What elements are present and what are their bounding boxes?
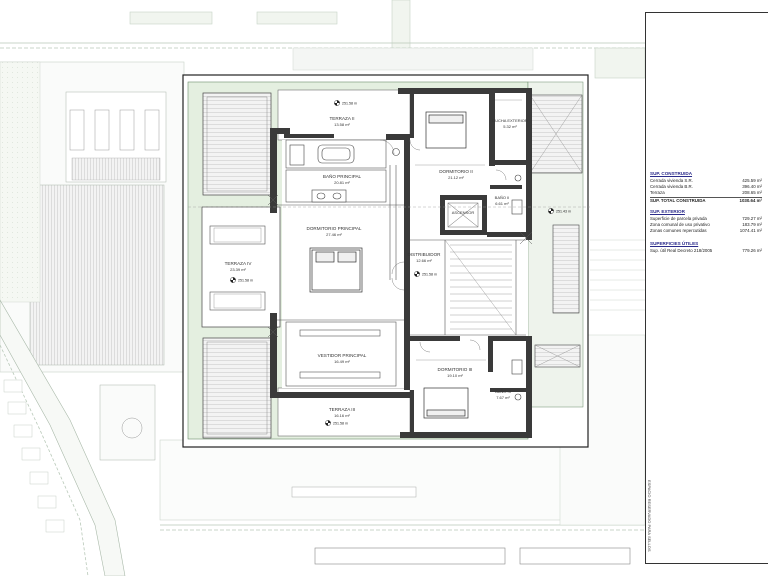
area-terraza-ii: 13.58 m² (334, 122, 350, 127)
level-center: 251.58 m (422, 273, 437, 277)
label-bano-iii: BAÑO III (495, 389, 511, 394)
surface-legend: SUP. CONSTRUIDA Cerrada vivienda S.R. 42… (645, 12, 768, 564)
label-distribuidor: DISTRIBUIDOR (408, 252, 442, 257)
area-terraza-iv: 23.39 m² (230, 267, 246, 272)
area-bano-iii: 7.67 m² (496, 395, 510, 400)
label-terraza-ii: TERRAZA II (329, 116, 354, 121)
level-right: 251.43 m (556, 210, 571, 214)
legend-construida: SUP. CONSTRUIDA Cerrada vivienda S.R. 42… (650, 171, 762, 204)
label-vestidor-principal: VESTIDOR PRINCIPAL (318, 353, 367, 358)
area-ducha-exterior: 5.32 m² (503, 124, 517, 129)
room-labels: TERRAZA II 13.58 m² BAÑO PRINCIPAL 20.81… (225, 116, 528, 418)
legend-row: Cerrada vivienda B.R. 396.40 m² (650, 183, 762, 189)
area-dormitorio-iii: 19.10 m² (447, 373, 463, 378)
level-bottom: 251.58 m (333, 422, 348, 426)
label-terraza-iv: TERRAZA IV (225, 261, 253, 266)
level-markers: 251.58 m 251.43 m 251.58 m 251.58 m 251.… (230, 100, 571, 426)
legend-row: Cerrada vivienda S.R. 425.59 m² (650, 177, 762, 183)
legend-row: Terraza 208.65 m² (650, 190, 762, 196)
label-dormitorio-iii: DORMITORIO III (438, 367, 473, 372)
legend-row: Superficie de parcela privada 729.27 m² (650, 215, 762, 221)
label-dormitorio-ii: DORMITORIO II (439, 169, 473, 174)
legend-row: Zona comunal de uso privativo 183.79 m² (650, 221, 762, 227)
label-ascensor: ASCENSOR (452, 210, 475, 215)
area-vestidor-principal: 16.49 m² (334, 359, 350, 364)
legend-row: Zonas comunes repercutidas 1074.41 m² (650, 228, 762, 234)
legend-utiles: SUPERFICIES ÚTILES Sup. útil Real Decret… (650, 241, 762, 254)
legend-exterior: SUP. EXTERIOR Superficie de parcela priv… (650, 209, 762, 235)
building (182, 74, 590, 448)
level-marker-icon (230, 277, 236, 283)
area-dormitorio-ii: 21.12 m² (448, 175, 464, 180)
site-context (0, 0, 646, 576)
level-left: 251.58 m (238, 279, 253, 283)
label-bano-principal: BAÑO PRINCIPAL (323, 173, 362, 179)
area-distribuidor: 12.66 m² (416, 258, 432, 263)
level-marker-icon (414, 271, 420, 277)
area-bano-ii: 6.61 m² (495, 201, 509, 206)
level-marker-icon (548, 208, 554, 214)
legend-construida-title: SUP. CONSTRUIDA (650, 171, 693, 176)
area-dormitorio-principal: 27.46 m² (326, 232, 342, 237)
label-terraza-iii-bottom: TERRAZA III (329, 407, 355, 412)
legend-row: Sup. útil Real Decreto 218/2005 779.26 m… (650, 247, 762, 253)
label-ducha-exterior: DUCHA EXTERIOR (492, 118, 528, 123)
label-bano-ii: BAÑO II (495, 195, 510, 200)
stamp-space-note: ESPACIO RESERVADO PARA SELLOS (647, 480, 652, 552)
level-marker-icon (334, 100, 340, 106)
legend-utiles-title: SUPERFICIES ÚTILES (650, 241, 699, 246)
label-dormitorio-principal: DORMITORIO PRINCIPAL (307, 226, 362, 231)
level-marker-icon (325, 420, 331, 426)
level-top: 251.58 m (342, 102, 357, 106)
area-bano-principal: 20.81 m² (334, 180, 350, 185)
area-terraza-iii-bottom: 16.16 m² (334, 413, 350, 418)
legend-exterior-title: SUP. EXTERIOR (650, 209, 685, 214)
legend-total-row: SUP. TOTAL CONSTRUIDA 1030.64 m² (650, 196, 762, 203)
